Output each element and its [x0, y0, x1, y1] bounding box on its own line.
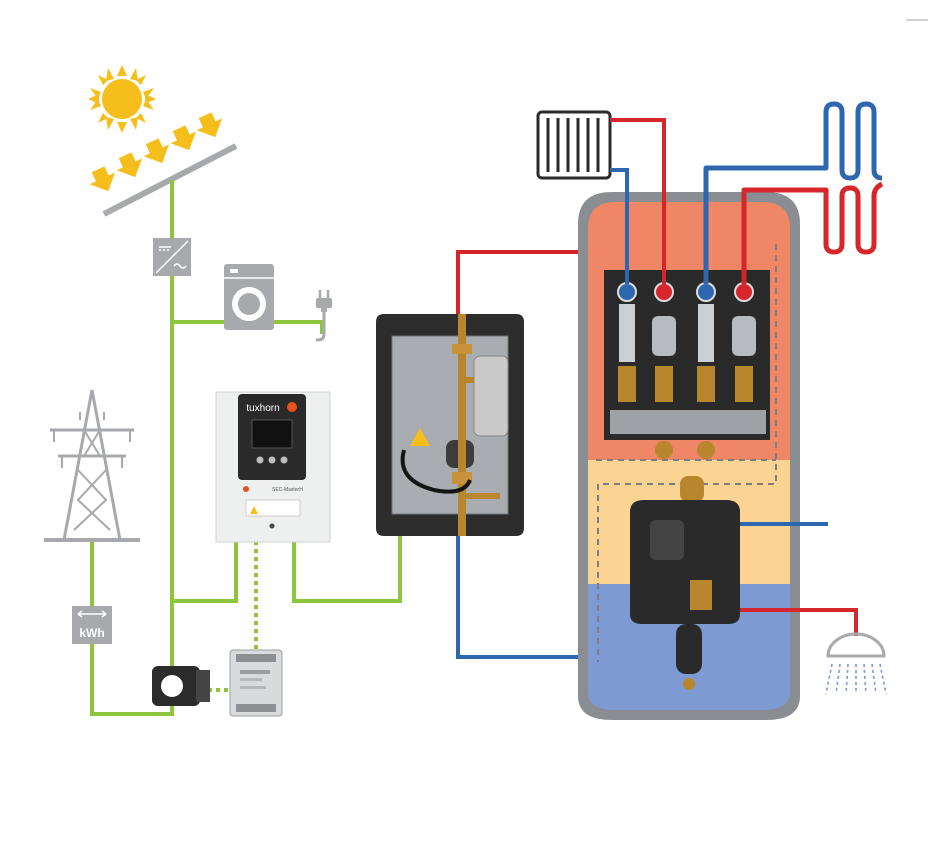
controller-button-middle[interactable]: [268, 456, 276, 464]
inverter-icon: [153, 238, 191, 276]
radiator-return-pipe: [610, 168, 629, 284]
radiator-icon: [536, 110, 612, 180]
meter-unit-label: kWh: [79, 626, 104, 640]
din-rail-module-icon: [229, 649, 283, 717]
washer-green-line: [172, 320, 324, 334]
controller-button-right[interactable]: [280, 456, 288, 464]
heater-cylinder: [473, 355, 509, 437]
current-clamp-icon: [152, 666, 210, 706]
controller-left-green-line: [172, 541, 238, 603]
controller-brand-label: tuxhorn: [246, 403, 279, 414]
energy-meter-icon: kWh: [72, 606, 112, 644]
warning-sign-icon: [410, 428, 430, 446]
controller-small-logo: [243, 486, 249, 492]
controller-right-green-line: [292, 529, 402, 603]
sun-icon: [88, 65, 156, 133]
radiator-pipes: [610, 118, 666, 284]
solar-panel-icon: [102, 143, 238, 217]
power-pylon-icon: [44, 389, 140, 542]
pump-group-4: [732, 282, 756, 402]
controller-model-label: SEC-MasterH: [272, 487, 303, 493]
heater-module: [376, 314, 524, 536]
controller-button-left[interactable]: [256, 456, 264, 464]
pump-group-3: [696, 282, 716, 402]
controller-brand-logo: [287, 402, 297, 412]
controller-warning-sticker: [245, 499, 301, 517]
sunlight-arrows-icon: [89, 112, 222, 192]
floor-heating-coil-icon: [703, 101, 884, 284]
hot-water-outlet-pipe: [740, 608, 858, 636]
heating-circuit-station: [604, 270, 770, 459]
controller-unit: tuxhorn SEC-MasterH: [215, 391, 331, 543]
washing-machine-icon: [224, 264, 274, 330]
domestic-water-pipes: [740, 522, 858, 636]
power-plug-icon: [316, 290, 332, 342]
controller-display: [251, 419, 293, 449]
pump-group-2: [652, 282, 676, 402]
radiator-flow-pipe: [610, 118, 666, 284]
module-pipes: [456, 250, 580, 659]
shower-head-icon: [825, 632, 887, 695]
fresh-water-station: [630, 476, 740, 690]
